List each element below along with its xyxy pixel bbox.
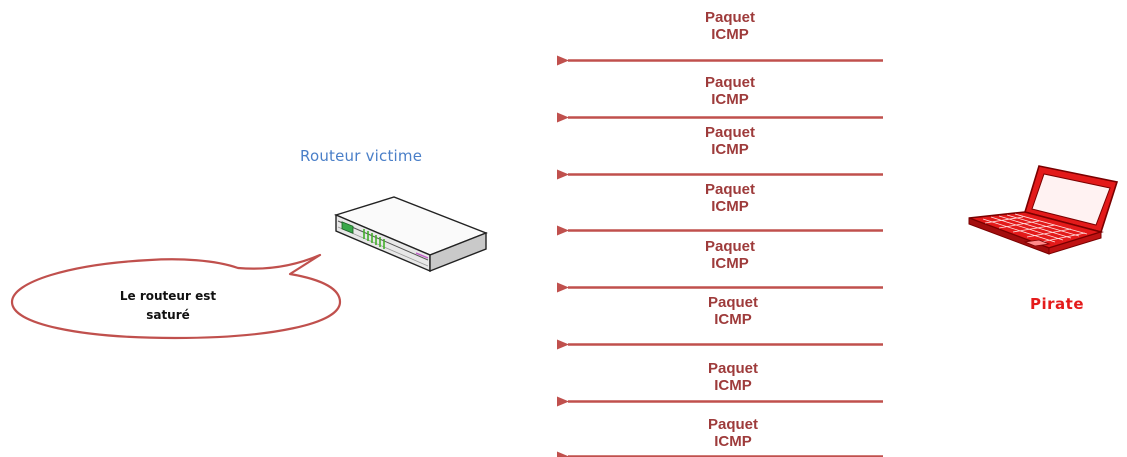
packet-label-line2: ICMP [711, 198, 749, 215]
packet-label-line1: Paquet [704, 238, 755, 255]
laptop-icon [968, 165, 1119, 255]
packet-label-line2: ICMP [711, 91, 749, 108]
packet-label-6: Paquet ICMP [673, 294, 793, 328]
packet-label-2: Paquet ICMP [670, 74, 790, 108]
packet-label-line2: ICMP [714, 311, 752, 328]
router-title: Routeur victime [300, 147, 423, 165]
packet-label-8: Paquet ICMP [673, 416, 793, 450]
packet-label-3: Paquet ICMP [670, 124, 790, 158]
packet-label-5: Paquet ICMP [670, 238, 790, 272]
packet-label-line1: Paquet [704, 181, 755, 198]
packet-label-line2: ICMP [711, 141, 749, 158]
bubble-line2: saturé [146, 308, 190, 322]
packet-label-line2: ICMP [711, 255, 749, 272]
speech-bubble [10, 253, 342, 340]
packet-label-1: Paquet ICMP [670, 9, 790, 43]
packet-label-line1: Paquet [704, 74, 755, 91]
packet-label-line1: Paquet [704, 124, 755, 141]
bubble-line1: Le routeur est [119, 289, 217, 303]
packet-label-4: Paquet ICMP [670, 181, 790, 215]
pirate-label: Pirate [1030, 295, 1084, 313]
packet-label-line1: Paquet [707, 416, 758, 433]
router-icon [333, 196, 488, 273]
packet-label-line1: Paquet [707, 360, 758, 377]
packet-label-line1: Paquet [704, 9, 755, 26]
packet-label-line2: ICMP [714, 377, 752, 394]
packet-label-7: Paquet ICMP [673, 360, 793, 394]
packet-label-line2: ICMP [714, 433, 752, 450]
bubble-text: Le routeur est saturé [88, 287, 248, 325]
packet-label-line2: ICMP [711, 26, 749, 43]
packet-label-line1: Paquet [707, 294, 758, 311]
